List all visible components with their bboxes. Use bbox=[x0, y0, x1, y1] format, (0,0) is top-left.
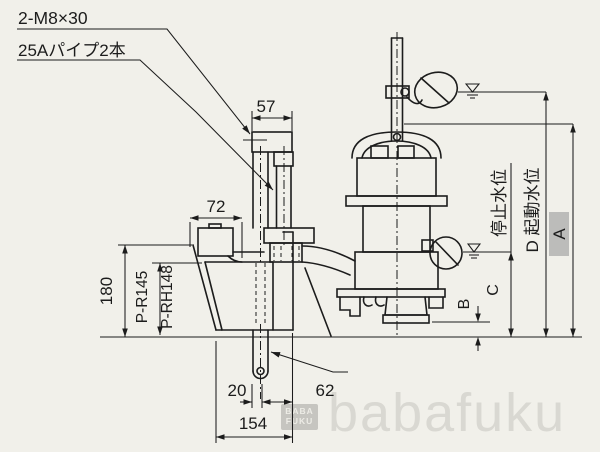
dim-a bbox=[570, 124, 576, 337]
water-level-lower bbox=[463, 243, 511, 259]
dim-62-label: 62 bbox=[316, 381, 335, 400]
basin-tank bbox=[192, 223, 294, 399]
dim-c bbox=[508, 163, 514, 337]
dim-57-label: 57 bbox=[257, 97, 276, 116]
dim-180 bbox=[118, 244, 192, 337]
water-level-symbol bbox=[466, 243, 482, 253]
callout-bolt-label: 2-M8×30 bbox=[18, 8, 88, 28]
stop-level-label: 停止水位 bbox=[490, 169, 509, 237]
dim-b bbox=[475, 306, 481, 351]
watermark-logo-top: BABA bbox=[285, 406, 314, 416]
bottom-pipe-leader bbox=[270, 351, 348, 373]
dim-a-highlight bbox=[549, 212, 569, 256]
dim-bottom bbox=[215, 333, 294, 443]
pipe-bracket bbox=[269, 242, 303, 263]
watermark-text: babafuku bbox=[328, 383, 566, 443]
pump-body bbox=[336, 32, 463, 336]
watermark-logo-bottom: FUKU bbox=[286, 416, 314, 426]
discharge-elbow bbox=[301, 245, 356, 262]
float-cable bbox=[406, 96, 423, 105]
dim-20-label: 20 bbox=[228, 381, 247, 400]
dim-b-label: B bbox=[456, 299, 473, 310]
model-1-label: P-R145 bbox=[134, 271, 151, 324]
water-level-symbol bbox=[464, 83, 481, 93]
model-2-label: P-RH148 bbox=[159, 265, 176, 329]
dim-72 bbox=[189, 215, 243, 258]
start-level-label: D 起動水位 bbox=[523, 168, 542, 253]
watermark-logo bbox=[281, 404, 318, 430]
base-plate bbox=[336, 288, 446, 298]
water-level-upper bbox=[458, 83, 546, 99]
watermark: BABA FUKU babafuku bbox=[281, 383, 566, 443]
float-switch-lower bbox=[421, 236, 463, 270]
dim-c-label: C bbox=[485, 284, 502, 296]
dim-154-label: 154 bbox=[239, 414, 267, 433]
pump-dome bbox=[351, 131, 442, 159]
dim-d bbox=[543, 92, 549, 337]
strainer-base bbox=[339, 296, 444, 324]
discharge-pipes bbox=[243, 131, 356, 337]
callout-leaders bbox=[17, 28, 348, 373]
tank-lid-knob bbox=[208, 223, 222, 229]
dim-57 bbox=[251, 111, 293, 131]
dim-model-height bbox=[152, 262, 202, 335]
float-switch-upper bbox=[413, 71, 459, 109]
dim-a-label: A bbox=[550, 228, 569, 240]
dim-72-label: 72 bbox=[207, 197, 226, 216]
dim-180-label: 180 bbox=[97, 277, 116, 305]
callout-pipe-label: 25Aパイプ2本 bbox=[18, 41, 126, 60]
pipe-socket bbox=[251, 131, 293, 153]
